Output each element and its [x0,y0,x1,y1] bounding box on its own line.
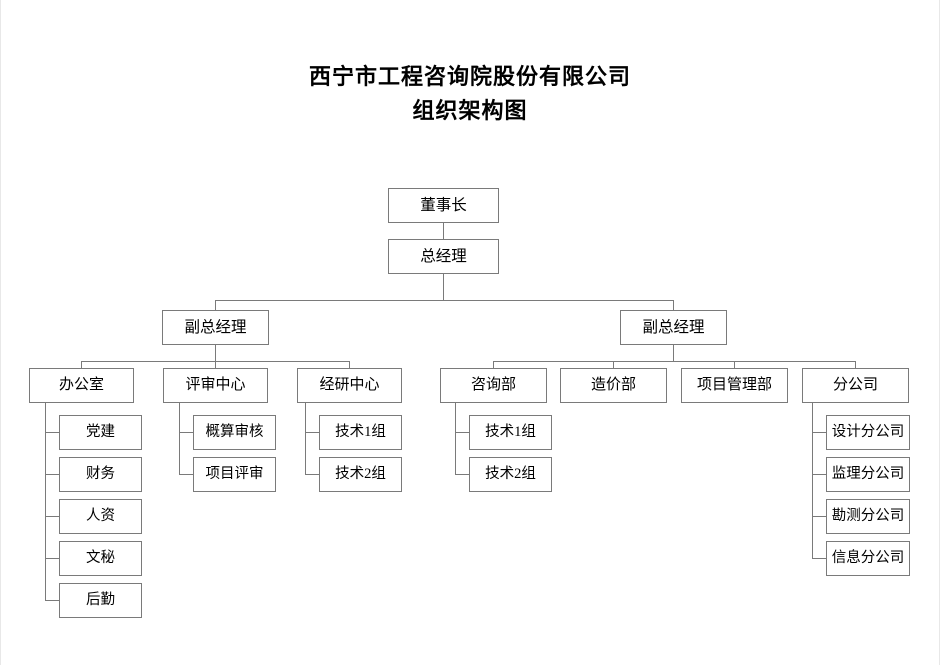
connector-office-stub-2 [45,474,59,475]
connector-research-stub-1 [305,432,319,433]
node-secretarial[interactable]: 文秘 [59,541,142,576]
connector-office-stub-3 [45,516,59,517]
node-office[interactable]: 办公室 [29,368,134,403]
connector-consulting-stub-2 [455,474,469,475]
connector-office-stub-5 [45,600,59,601]
node-project-appraisal[interactable]: 项目评审 [193,457,276,492]
connector-bus-to-deputy-left [215,300,216,310]
node-chairman[interactable]: 董事长 [388,188,499,223]
connector-branch-stub-4 [812,558,826,559]
connector-deputy-left-drop [215,345,216,361]
connector-consulting-stub-1 [455,432,469,433]
node-finance[interactable]: 财务 [59,457,142,492]
connector-office-spine [45,402,46,600]
node-research-tech-group-2[interactable]: 技术2组 [319,457,402,492]
node-deputy-gm-left[interactable]: 副总经理 [162,310,269,345]
connector-gm-drop [443,274,444,300]
node-survey-branch[interactable]: 勘测分公司 [826,499,910,534]
node-design-branch[interactable]: 设计分公司 [826,415,910,450]
node-research-center[interactable]: 经研中心 [297,368,402,403]
connector-chairman-gm [443,223,444,239]
connector-bus-to-deputy-right [673,300,674,310]
connector-deputy-right-bus [493,361,855,362]
title-line-company: 西宁市工程咨询院股份有限公司 [308,64,631,89]
node-general-manager[interactable]: 总经理 [388,239,499,274]
connector-branch-stub-1 [812,432,826,433]
node-supervision-branch[interactable]: 监理分公司 [826,457,910,492]
connector-gm-bus [215,300,673,301]
node-review-center[interactable]: 评审中心 [163,368,268,403]
connector-bus-to-project-mgmt [734,361,735,368]
connector-consulting-spine [455,402,456,474]
connector-bus-to-review-center [215,361,216,368]
connector-deputy-right-drop [673,345,674,361]
node-branch-company[interactable]: 分公司 [802,368,909,403]
connector-research-spine [305,402,306,474]
node-project-mgmt-dept[interactable]: 项目管理部 [681,368,788,403]
node-deputy-gm-right[interactable]: 副总经理 [620,310,727,345]
node-human-resources[interactable]: 人资 [59,499,142,534]
connector-branch-stub-2 [812,474,826,475]
node-cost-dept[interactable]: 造价部 [560,368,667,403]
connector-branch-spine [812,402,813,558]
page-title: 西宁市工程咨询院股份有限公司 组织架构图 [0,60,940,128]
connector-office-stub-4 [45,558,59,559]
connector-research-stub-2 [305,474,319,475]
connector-bus-to-branch [855,361,856,368]
node-consulting-tech-group-1[interactable]: 技术1组 [469,415,552,450]
connector-review-stub-2 [179,474,193,475]
title-line-subtitle: 组织架构图 [412,98,528,123]
connector-bus-to-research-center [349,361,350,368]
connector-branch-stub-3 [812,516,826,517]
connector-review-spine [179,402,180,474]
node-logistics[interactable]: 后勤 [59,583,142,618]
node-information-branch[interactable]: 信息分公司 [826,541,910,576]
connector-bus-to-office [81,361,82,368]
connector-office-stub-1 [45,432,59,433]
connector-review-stub-1 [179,432,193,433]
node-consulting-dept[interactable]: 咨询部 [440,368,547,403]
node-research-tech-group-1[interactable]: 技术1组 [319,415,402,450]
connector-bus-to-cost [613,361,614,368]
page-edge-left [0,0,1,665]
node-consulting-tech-group-2[interactable]: 技术2组 [469,457,552,492]
node-budget-review[interactable]: 概算审核 [193,415,276,450]
node-party-building[interactable]: 党建 [59,415,142,450]
connector-bus-to-consulting [493,361,494,368]
